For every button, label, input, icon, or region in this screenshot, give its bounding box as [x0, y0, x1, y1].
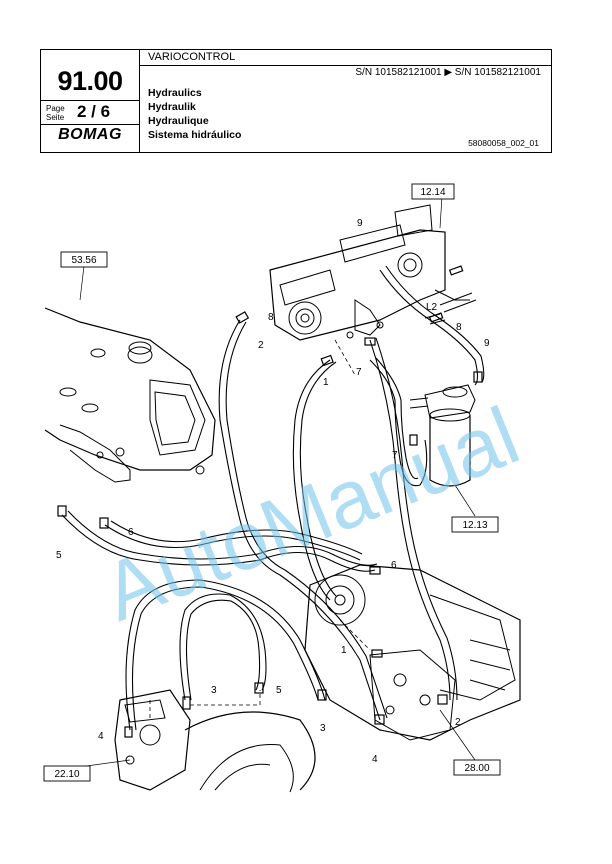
brand-logo: BOMAG: [58, 126, 122, 143]
section-title: VARIOCONTROL: [148, 51, 236, 63]
title-en: Hydraulics: [148, 87, 202, 99]
callout-8: 8: [268, 312, 274, 323]
title-block: VARIOCONTROL S/N 101582121001 ▶ S/N 1015…: [40, 49, 552, 153]
callout-4: 4: [98, 731, 104, 742]
ref-5356: 53.56: [71, 255, 96, 266]
page-label: Page Seite: [46, 104, 65, 122]
title-fr: Hydraulique: [148, 115, 209, 127]
ref-2800: 28.00: [464, 763, 489, 774]
ref-1213: 12.13: [462, 520, 487, 531]
callout-5: 5: [56, 550, 62, 561]
filter-component: [409, 384, 476, 487]
pump-assembly: [269, 204, 477, 341]
callout-2: 2: [455, 717, 461, 728]
engine-component: [44, 307, 216, 483]
callout-5: 5: [276, 685, 282, 696]
title-block-rule: [41, 124, 139, 125]
callout-4: 4: [372, 754, 378, 765]
callout-3: 3: [211, 685, 217, 696]
page-label-en: Page: [46, 104, 65, 113]
callout-6: 6: [128, 527, 134, 538]
axle-component: [304, 564, 521, 741]
drive-motor-component: [114, 689, 316, 793]
ref-1214: 12.14: [420, 187, 445, 198]
title-block-divider: [139, 50, 140, 152]
title-de: Hydraulik: [148, 101, 196, 113]
ref-box-1214: [411, 183, 455, 200]
page-number: 91.00: [57, 66, 123, 96]
title-es: Sistema hidráulico: [148, 129, 242, 141]
reference-boxes: 12.14 53.56 12.13 22.10 28.00: [43, 183, 501, 782]
callout-3: 3: [320, 723, 326, 734]
callout-2: 2: [258, 340, 264, 351]
label-l2: L2: [426, 302, 438, 313]
page-of: 2 / 6: [77, 102, 111, 121]
ref-box-2800: [453, 759, 501, 776]
serial-range: S/N 101582121001 ▶ S/N 101582121001: [355, 67, 541, 78]
dashed-alignment: [149, 339, 371, 720]
section-titles: Hydraulics Hydraulik Hydraulique Sistema…: [148, 86, 241, 142]
drawing-number: 58080058_002_01: [468, 138, 539, 148]
callout-1: 1: [341, 645, 347, 656]
ref-2210: 22.10: [54, 769, 79, 780]
callout-9: 9: [484, 338, 490, 349]
page-label-de: Seite: [46, 113, 65, 122]
ref-box-1213: [451, 516, 499, 533]
callout-7: 7: [392, 450, 398, 461]
callout-6: 6: [391, 560, 397, 571]
hoses: [61, 265, 485, 731]
callout-1: 1: [323, 377, 329, 388]
fittings: [57, 265, 483, 738]
ref-box-5356: [60, 251, 108, 268]
title-block-rule: [41, 100, 139, 101]
callout-7: 7: [356, 367, 362, 378]
title-block-rule: [139, 65, 551, 66]
callouts: 9 9 8 8 L2 2 2 1 1 7 7 5 5 6 6 3 3 4 4: [56, 218, 490, 765]
callout-9: 9: [357, 218, 363, 229]
ref-box-2210: [43, 765, 91, 782]
callout-8: 8: [456, 322, 462, 333]
